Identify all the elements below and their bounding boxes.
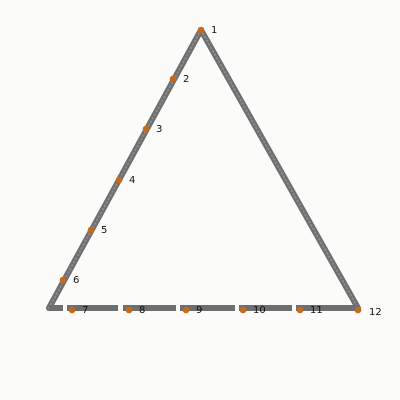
triangle-left-side-texture bbox=[48, 29, 202, 309]
point-marker-3 bbox=[142, 125, 150, 133]
triangle-right-side-texture bbox=[200, 29, 359, 309]
point-label-11: 11 bbox=[310, 305, 323, 316]
point-marker-10 bbox=[239, 306, 247, 314]
point-marker-7 bbox=[68, 306, 76, 314]
point-label-3: 3 bbox=[156, 124, 162, 135]
point-label-5: 5 bbox=[101, 225, 107, 236]
point-marker-5 bbox=[87, 226, 95, 234]
point-label-9: 9 bbox=[196, 305, 202, 316]
triangle-outline bbox=[46, 27, 361, 311]
point-marker-12 bbox=[354, 306, 362, 314]
point-label-2: 2 bbox=[183, 74, 189, 85]
point-label-4: 4 bbox=[129, 175, 135, 186]
point-marker-11 bbox=[296, 306, 304, 314]
point-label-12: 12 bbox=[369, 307, 382, 318]
point-marker-8 bbox=[125, 306, 133, 314]
point-label-7: 7 bbox=[82, 305, 88, 316]
point-marker-6 bbox=[59, 276, 67, 284]
point-marker-9 bbox=[182, 306, 190, 314]
point-marker-4 bbox=[115, 176, 123, 184]
point-label-8: 8 bbox=[139, 305, 145, 316]
point-label-6: 6 bbox=[73, 275, 79, 286]
point-marker-2 bbox=[169, 75, 177, 83]
point-label-10: 10 bbox=[253, 305, 266, 316]
point-label-1: 1 bbox=[211, 25, 217, 36]
point-marker-1 bbox=[197, 26, 205, 34]
